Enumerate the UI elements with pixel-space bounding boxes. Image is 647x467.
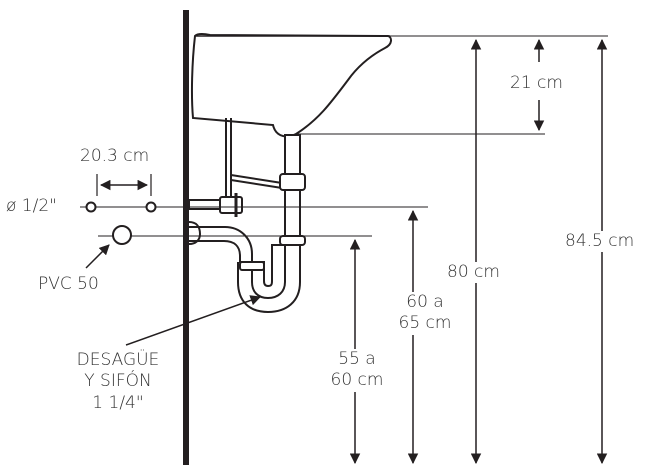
sink-basin	[190, 33, 392, 138]
supply-spacing-label: 20.3 cm	[80, 146, 150, 166]
supply-height-label: 60 a 65 cm	[388, 292, 462, 335]
drain-elbow	[189, 226, 253, 263]
supply-hole-left	[85, 201, 97, 213]
drain-trap-label-line3: 1 1/4"	[92, 392, 144, 413]
drain-hole	[112, 225, 132, 245]
p-trap	[251, 244, 286, 300]
trap-pointer	[125, 295, 261, 346]
wall	[183, 10, 189, 465]
drain-trap-label: DESAGÜE Y SIFÓN 1 1/4"	[50, 350, 186, 414]
drain-trap-label-line2: Y SIFÓN	[84, 371, 152, 392]
drain-height-label-line1: 55 a	[338, 349, 376, 369]
supply-diameter-label: ø 1/2"	[6, 196, 57, 216]
drain-height-label: 55 a 60 cm	[320, 349, 394, 392]
supply-height-label-line1: 60 a	[406, 292, 444, 312]
pvc-pointer	[85, 244, 110, 269]
basin-depth-label: 21 cm	[508, 73, 565, 95]
drain-trap-label-line1: DESAGÜE	[76, 350, 160, 370]
supply-hole-right	[145, 201, 157, 213]
angle-valve	[219, 196, 243, 214]
drain-height-label-line2: 60 cm	[330, 370, 384, 391]
total-height-label: 84.5 cm	[563, 231, 637, 253]
pvc-label: PVC 50	[38, 274, 99, 294]
supply-height-label-line2: 65 cm	[398, 313, 452, 334]
supply-connector	[230, 174, 283, 184]
rim-height-label: 80 cm	[445, 262, 502, 284]
